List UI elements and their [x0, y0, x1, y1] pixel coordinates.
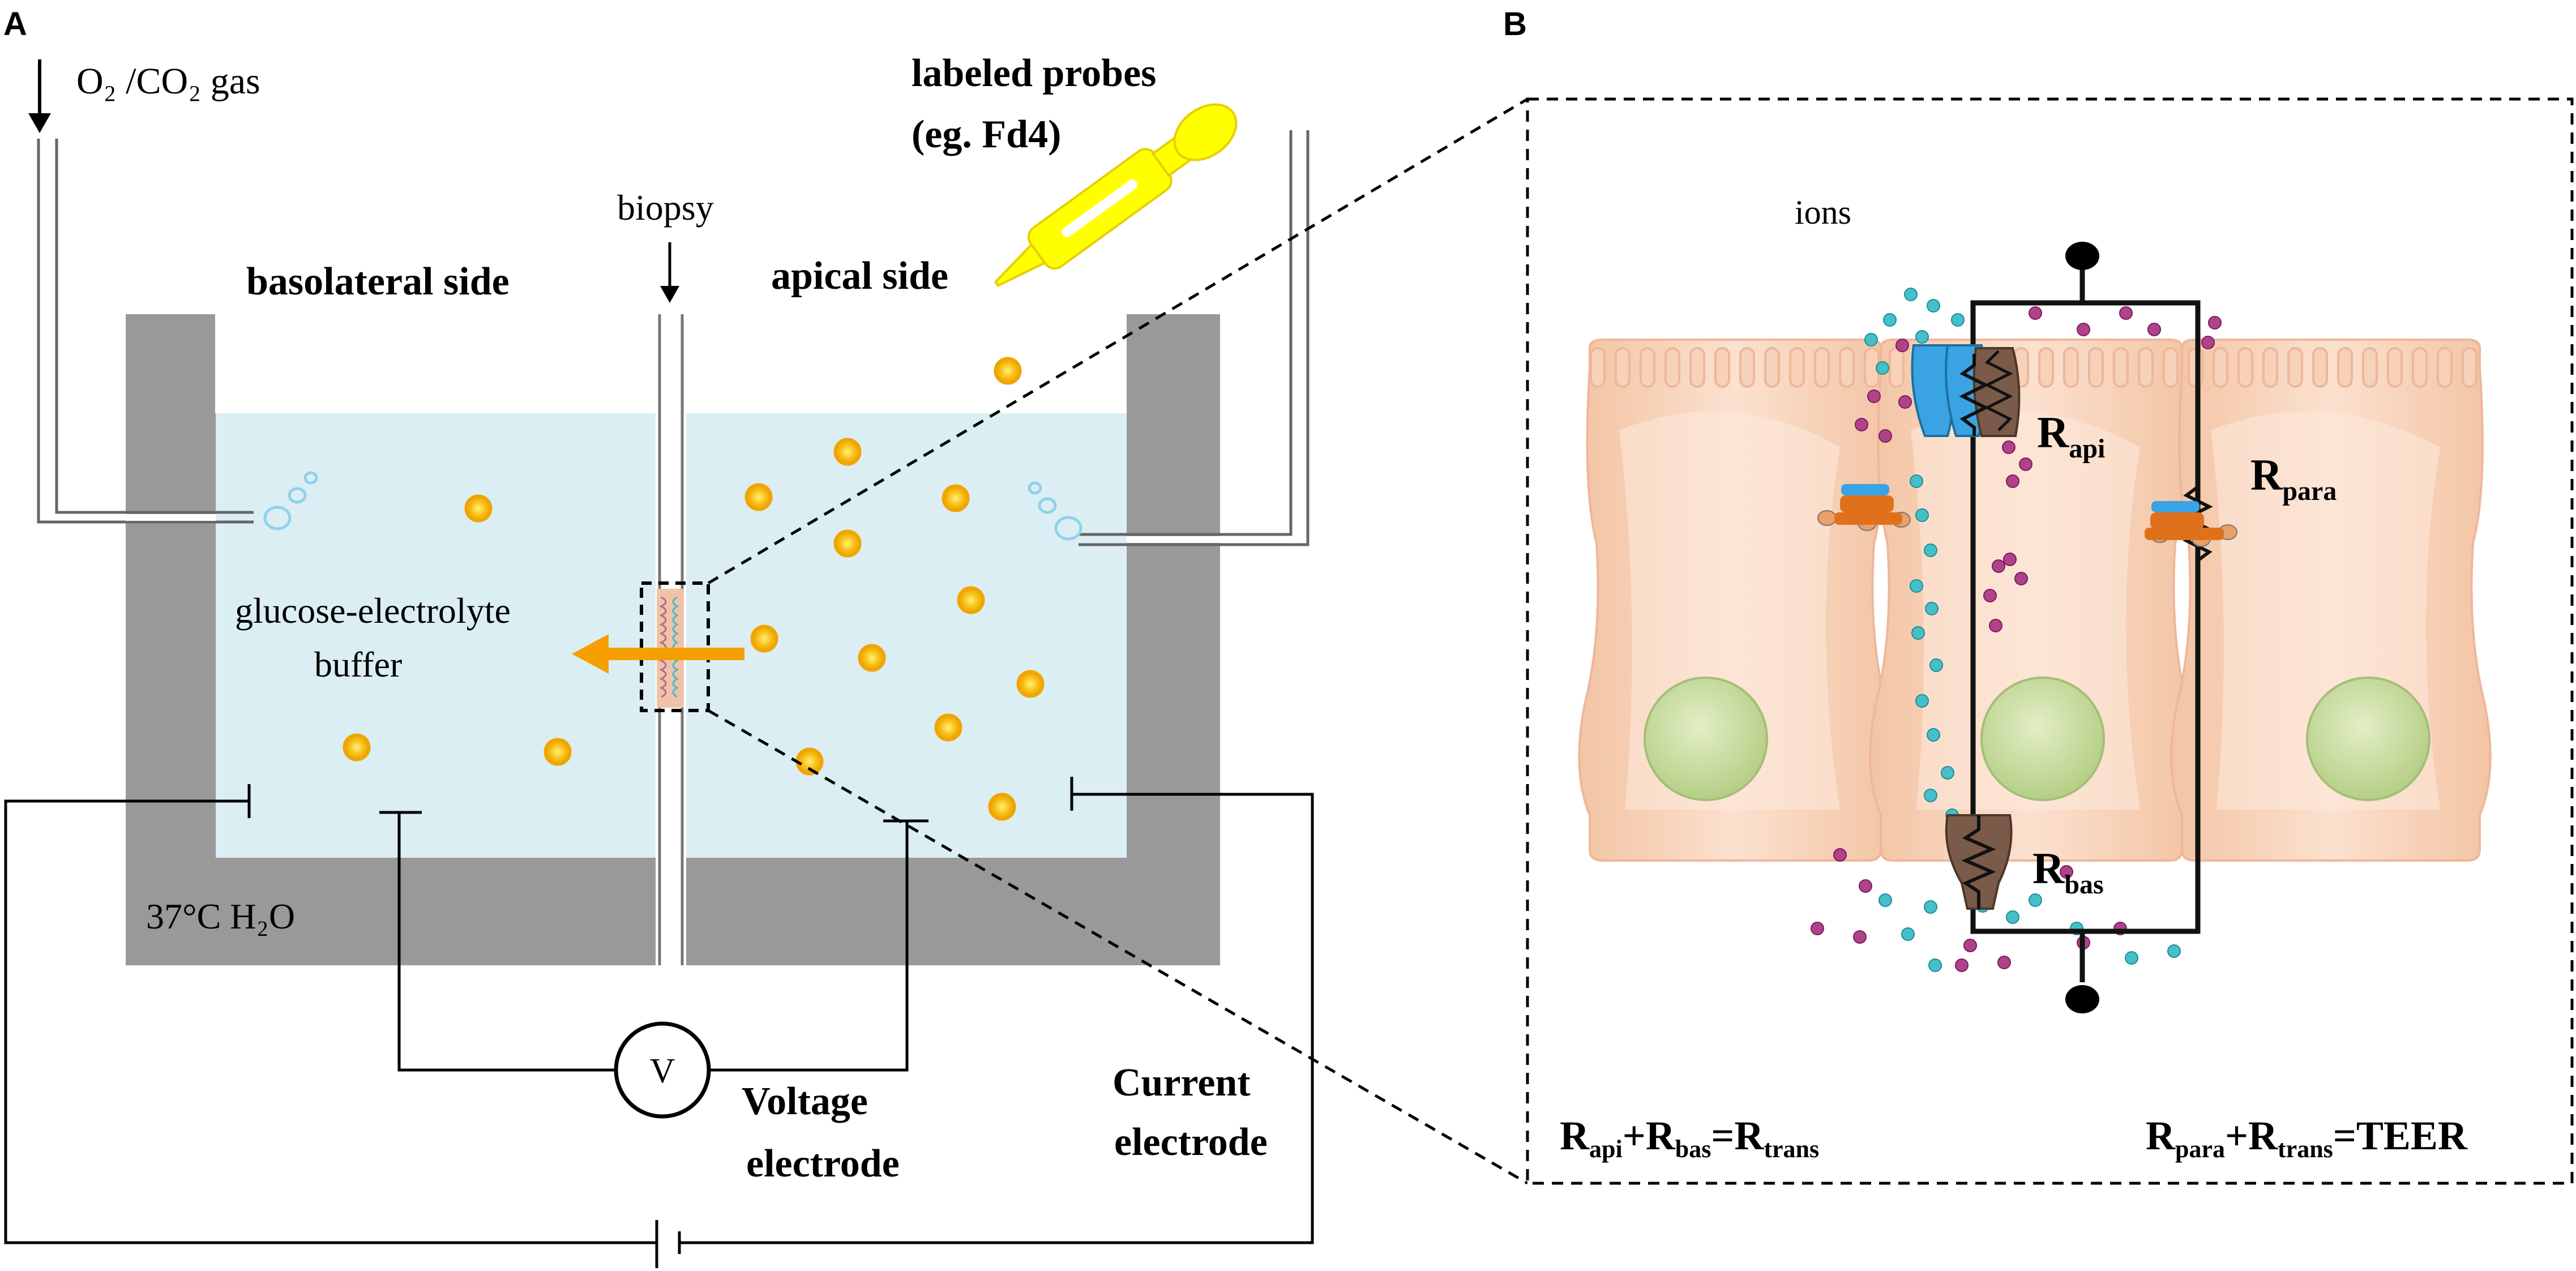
basolateral-channel-icon: [1945, 814, 2013, 910]
gas-bubbles-right: [1028, 481, 1082, 541]
buffer-label-line1: glucose-electrolyte: [235, 590, 511, 631]
current-circuit: [4, 777, 1314, 1268]
zoom-connector-lines: [707, 97, 1529, 1185]
panel-b-label: B: [1503, 6, 1527, 42]
gas-bubbles-left: [263, 471, 318, 530]
buffer-label-line2: buffer: [314, 644, 402, 684]
apical-side-label: apical side: [771, 254, 948, 298]
nucleus-middle: [1980, 677, 2105, 801]
transport-arrow: [572, 634, 744, 674]
tight-junction-channel-left: [1817, 484, 1911, 531]
r-api-label: Rapi: [2037, 408, 2105, 464]
voltage-circuit: [379, 811, 928, 1072]
water-bath-label: 37°C H₂O: [146, 896, 295, 936]
panel-a: A: [3, 6, 1314, 1268]
r-para-label: Rpara: [2250, 450, 2337, 506]
probes-example-label: (eg. Fd4): [912, 113, 1061, 156]
ions-label: ions: [1795, 194, 1851, 231]
probe-particles: [343, 357, 1045, 821]
biopsy-arrow: [660, 242, 679, 303]
chamber-walls: [126, 314, 1220, 965]
voltage-electrode-label-line1: Voltage: [742, 1080, 868, 1123]
pipette-dropper-icon: [994, 103, 1238, 287]
current-electrode-label-line1: Current: [1112, 1061, 1251, 1105]
apical-channel-icon: [1911, 344, 2021, 437]
nucleus-right: [2306, 677, 2430, 801]
basolateral-side-label: basolateral side: [246, 260, 510, 303]
panel-a-label: A: [3, 6, 27, 42]
gas-tube-right-bore: [1127, 536, 1220, 543]
circuit-terminal-top: [2065, 242, 2099, 270]
microvilli: [1590, 347, 2477, 388]
voltmeter-icon: [614, 1021, 711, 1119]
gas-tube-right: [1079, 130, 1310, 546]
nucleus-left: [1644, 677, 1768, 801]
equation-r-trans: Rapi+Rbas=Rtrans: [1560, 1113, 1819, 1163]
panel-b: B: [1503, 6, 2574, 1185]
gas-inlet-label: O₂ /CO₂ gas: [76, 61, 260, 102]
tight-junction-channel-right: [2145, 501, 2237, 547]
voltmeter-label: V: [650, 1052, 675, 1090]
gas-tube-left-bore: [126, 514, 216, 521]
ion-dots-cyan: [1864, 288, 2181, 972]
circuit-terminal-bottom: [2065, 985, 2099, 1013]
cell-nuclei: [1644, 677, 2430, 801]
r-bas-label: Rbas: [2032, 844, 2104, 900]
gas-inlet-arrow: [28, 59, 51, 133]
right-chamber-wall: [686, 314, 1220, 965]
voltage-electrode-label-line2: electrode: [746, 1142, 900, 1186]
biopsy-zoom-box: [640, 581, 710, 712]
left-chamber-wall: [126, 314, 656, 965]
biopsy-label: biopsy: [617, 187, 714, 228]
current-electrode-label-line2: electrode: [1114, 1120, 1268, 1164]
equation-teer: Rpara+Rtrans=TEER: [2146, 1113, 2468, 1163]
basolateral-buffer: [216, 413, 656, 858]
gas-tube-left: [37, 139, 254, 524]
labeled-probes-label: labeled probes: [912, 52, 1156, 95]
